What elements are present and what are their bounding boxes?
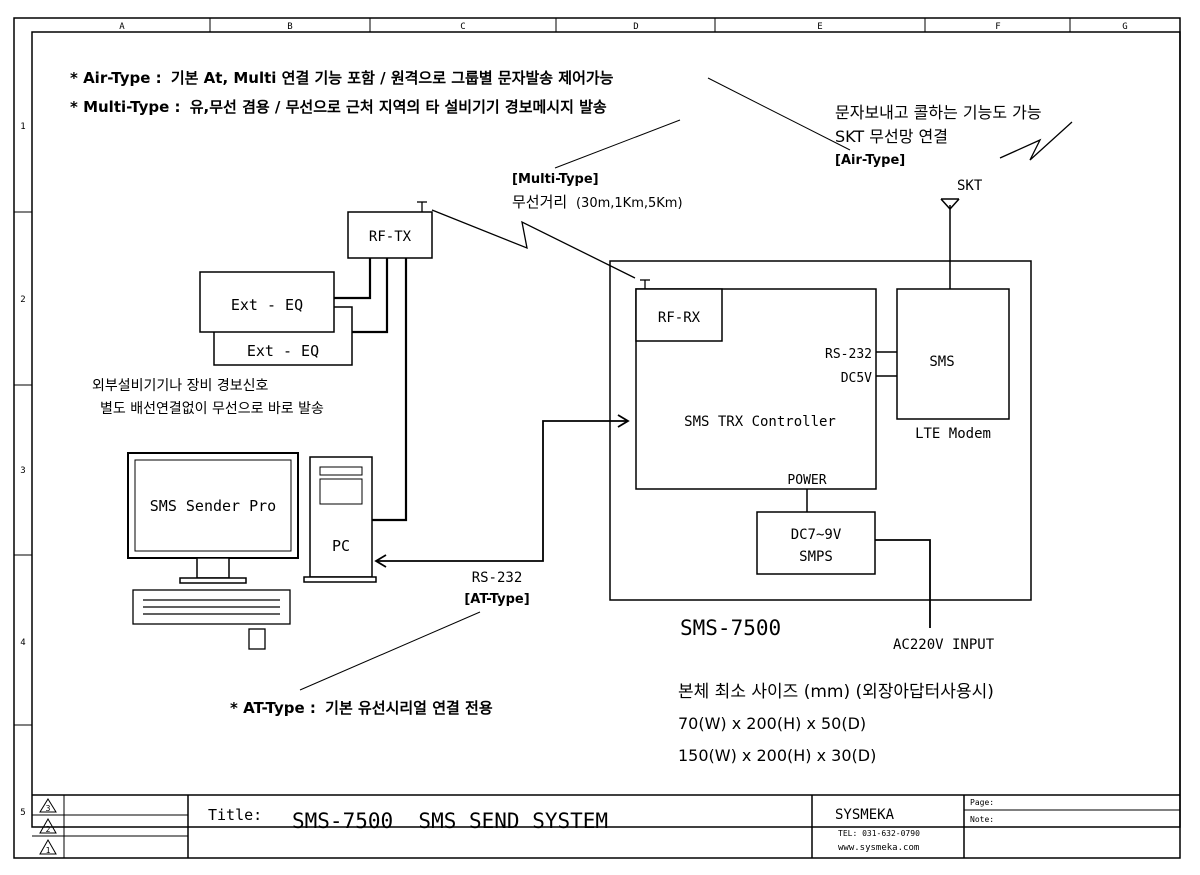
wireless-range-label: 무선거리: [512, 193, 567, 211]
skt-antenna-icon: [940, 198, 960, 289]
ext-note-line2: 별도 배선연결없이 무선으로 바로 발송: [100, 401, 324, 417]
revision-3-icon: [39, 798, 57, 813]
mouse: [248, 628, 266, 650]
wireless-range-values: (30m,1Km,5Km): [576, 196, 683, 211]
skt-description: 문자보내고 콜하는 기능도 가능 SKT 무선망 연결 [Air-Type] S…: [835, 103, 1042, 194]
size-spec: 본체 최소 사이즈 (mm) (외장아답터사용시) 70(W) x 200(H)…: [678, 682, 994, 765]
company-tel: TEL: 031-632-0790: [838, 829, 920, 838]
air-type-tag: [Air-Type]: [835, 153, 905, 168]
skt-desc-line2: SKT 무선망 연결: [835, 127, 948, 146]
monitor: SMS Sender Pro: [127, 452, 299, 584]
rf-rx-label: RF-RX: [658, 310, 701, 326]
pc-label: PC: [332, 537, 350, 555]
at-type-note-label: * AT-Type :: [230, 699, 316, 717]
monitor-screen-text: SMS Sender Pro: [150, 497, 276, 515]
rf-tx-module: RF-TX: [347, 201, 433, 259]
sms-label: SMS: [929, 354, 954, 370]
lte-wireless-signal: [999, 121, 1073, 161]
rf-tx-label: RF-TX: [369, 229, 412, 245]
leader-lines: [299, 77, 851, 691]
size-spec-line1: 70(W) x 200(H) x 50(D): [678, 714, 866, 733]
company-website: www.sysmeka.com: [838, 843, 919, 853]
column-label-a: A: [119, 22, 125, 32]
keyboard: [132, 589, 291, 625]
column-label-d: D: [633, 22, 638, 32]
wireless-range-info: [Multi-Type] 무선거리 (30m,1Km,5Km): [512, 172, 683, 211]
revision-1: 1: [46, 846, 51, 855]
power-label: POWER: [787, 473, 826, 488]
revision-2: 2: [46, 825, 51, 834]
rs232-at-label: RS-232 [AT-Type]: [464, 570, 529, 607]
column-label-c: C: [460, 22, 465, 32]
air-type-note-label: * Air-Type :: [70, 69, 162, 87]
ext-eq-1-box: Ext - EQ: [199, 271, 335, 333]
air-type-note-text: 기본 At, Multi 연결 기능 포함 / 원격으로 그룹별 문자발송 제어…: [171, 69, 614, 87]
at-type-note-text: 기본 유선시리얼 연결 전용: [325, 699, 493, 717]
ext-eq-2-label: Ext - EQ: [247, 342, 319, 360]
ext-note-line1: 외부설비기기나 장비 경보신호: [92, 378, 268, 394]
air-type-note: * Air-Type : 기본 At, Multi 연결 기능 포함 / 원격으…: [70, 69, 614, 87]
rf-rx-module: RF-RX: [635, 279, 723, 342]
row-label-2: 2: [20, 295, 25, 305]
note-label: Note:: [970, 815, 994, 824]
multi-type-note-label: * Multi-Type :: [70, 98, 181, 116]
column-label-f: F: [995, 22, 1000, 32]
column-label-g: G: [1122, 22, 1127, 32]
at-type-note: * AT-Type : 기본 유선시리얼 연결 전용: [230, 699, 493, 717]
rs232-link: [374, 414, 630, 568]
revision-triangles: [39, 798, 57, 855]
multi-type-tag: [Multi-Type]: [512, 172, 599, 187]
column-label-b: B: [287, 22, 292, 32]
revision-2-icon: [39, 817, 57, 834]
row-label-3: 3: [20, 466, 25, 476]
sms-7500-enclosure: [609, 260, 1032, 601]
rs232-port-label: RS-232: [825, 347, 872, 362]
modem-ports: RS-232 DC5V: [825, 347, 897, 386]
column-label-e: E: [817, 22, 822, 32]
row-label-5: 5: [20, 808, 25, 818]
pc-tower: PC: [303, 456, 377, 583]
drawing-frame: [13, 17, 1181, 859]
rf-tx-wiring: [334, 258, 408, 522]
row-labels: 1 2 3 4 5: [20, 122, 25, 818]
row-label-1: 1: [20, 122, 25, 132]
ext-note: 외부설비기기나 장비 경보신호 별도 배선연결없이 무선으로 바로 발송: [92, 378, 324, 417]
page-label: Page:: [970, 798, 994, 807]
lte-modem-label: LTE Modem: [915, 426, 991, 442]
revision-numbers: 3 2 1: [46, 804, 51, 855]
multi-type-note: * Multi-Type : 유,무선 겸용 / 무선으로 근처 지역의 타 설…: [70, 98, 607, 116]
size-spec-line2: 150(W) x 200(H) x 30(D): [678, 746, 876, 765]
size-spec-title: 본체 최소 사이즈 (mm) (외장아답터사용시): [678, 682, 994, 702]
ac-input-wire: [875, 539, 931, 628]
at-type-tag: [AT-Type]: [464, 592, 529, 607]
rf-wireless-link: [431, 209, 636, 279]
column-labels: A B C D E F G: [119, 22, 1127, 32]
ext-eq-1-label: Ext - EQ: [231, 296, 303, 314]
smps-line2: SMPS: [799, 549, 833, 565]
skt-antenna-label: SKT: [957, 178, 983, 194]
title-label: Title:: [208, 806, 262, 824]
lte-modem-block: SMS LTE Modem: [896, 288, 1010, 442]
title-value: SMS-7500 SMS SEND SYSTEM: [292, 809, 608, 833]
row-label-4: 4: [20, 638, 25, 648]
smps-line1: DC7~9V: [791, 527, 842, 543]
controller-label: SMS TRX Controller: [684, 414, 836, 430]
dc5v-port-label: DC5V: [841, 371, 872, 386]
revision-1-icon: [39, 838, 57, 855]
multi-type-note-text: 유,무선 겸용 / 무선으로 근처 지역의 타 설비기기 경보메시지 발송: [190, 98, 607, 116]
rs232-label: RS-232: [472, 570, 523, 586]
revision-3: 3: [46, 804, 51, 813]
wireless-range: 무선거리 (30m,1Km,5Km): [512, 193, 683, 211]
company-name: SYSMEKA: [835, 807, 895, 823]
type-notes: * Air-Type : 기본 At, Multi 연결 기능 포함 / 원격으…: [70, 69, 614, 116]
sms-7500-name: SMS-7500: [680, 616, 781, 640]
ac-input-label: AC220V INPUT: [893, 637, 995, 653]
skt-desc-line1: 문자보내고 콜하는 기능도 가능: [835, 103, 1042, 122]
title-block: [32, 794, 1180, 858]
smps-block: DC7~9V SMPS: [756, 511, 876, 575]
